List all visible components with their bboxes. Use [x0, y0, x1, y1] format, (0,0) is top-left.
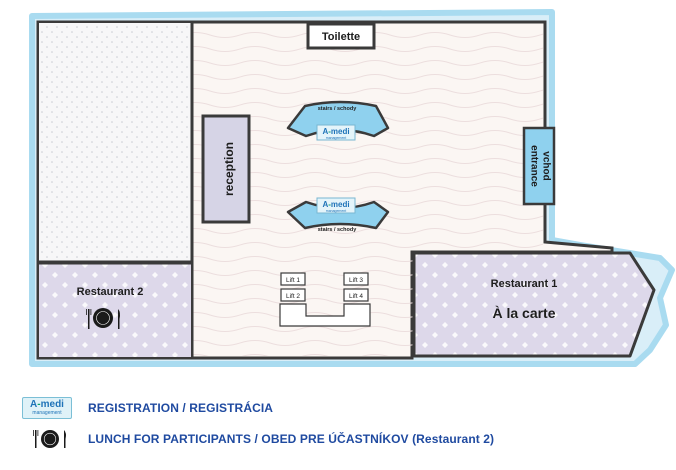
- restaurant-1-sub-label: À la carte: [492, 305, 555, 321]
- stairs-bottom-label: stairs / schody: [318, 227, 357, 233]
- lift-4-label: Lift 4: [349, 293, 363, 300]
- reception-label: reception: [222, 142, 236, 196]
- legend-registration-text: REGISTRATION / REGISTRÁCIA: [88, 401, 274, 415]
- legend-lunch: LUNCH FOR PARTICIPANTS / OBED PRE ÚČASTN…: [30, 428, 494, 450]
- svg-text:A-medi: A-medi: [322, 200, 349, 209]
- lift-2-label: Lift 2: [286, 293, 300, 300]
- logo-suffix: medi: [40, 399, 64, 410]
- registration-logo-top: A-medi management: [316, 124, 356, 141]
- logo-dash: -: [37, 399, 41, 410]
- entrance-label: entrance: [528, 145, 539, 187]
- lift-1-label: Lift 1: [286, 277, 300, 284]
- reception-desk[interactable]: [201, 114, 251, 224]
- registration-logo-bottom: A-medi management: [316, 197, 356, 214]
- restaurant-1-label: Restaurant 1: [491, 278, 558, 290]
- legend-registration: A-medi management REGISTRATION / REGISTR…: [22, 397, 273, 419]
- toilette-label: Toilette: [322, 31, 360, 43]
- svg-text:management: management: [326, 136, 346, 140]
- entrance-door[interactable]: [522, 126, 556, 206]
- vchod-label: vchod: [540, 151, 551, 180]
- restaurant-1-room[interactable]: [412, 251, 656, 358]
- svg-text:A-medi: A-medi: [322, 127, 349, 136]
- lunch-icon: [33, 430, 66, 448]
- logo-sub: management: [32, 410, 62, 416]
- lunch-plate-icon: [86, 308, 120, 329]
- svg-text:management: management: [326, 209, 346, 213]
- restaurant-2-label: Restaurant 2: [77, 286, 144, 298]
- stairs-top-label: stairs / schody: [318, 106, 357, 112]
- logo-prefix: A: [30, 399, 38, 410]
- restaurant-2-room[interactable]: [39, 263, 191, 357]
- a-medi-logo: A-medi management: [22, 397, 72, 419]
- lift-3-label: Lift 3: [349, 277, 363, 284]
- lift-block: [279, 272, 371, 327]
- stairs-top[interactable]: [286, 100, 390, 138]
- legend-lunch-text: LUNCH FOR PARTICIPANTS / OBED PRE ÚČASTN…: [88, 432, 495, 446]
- toilette-room[interactable]: [306, 22, 376, 50]
